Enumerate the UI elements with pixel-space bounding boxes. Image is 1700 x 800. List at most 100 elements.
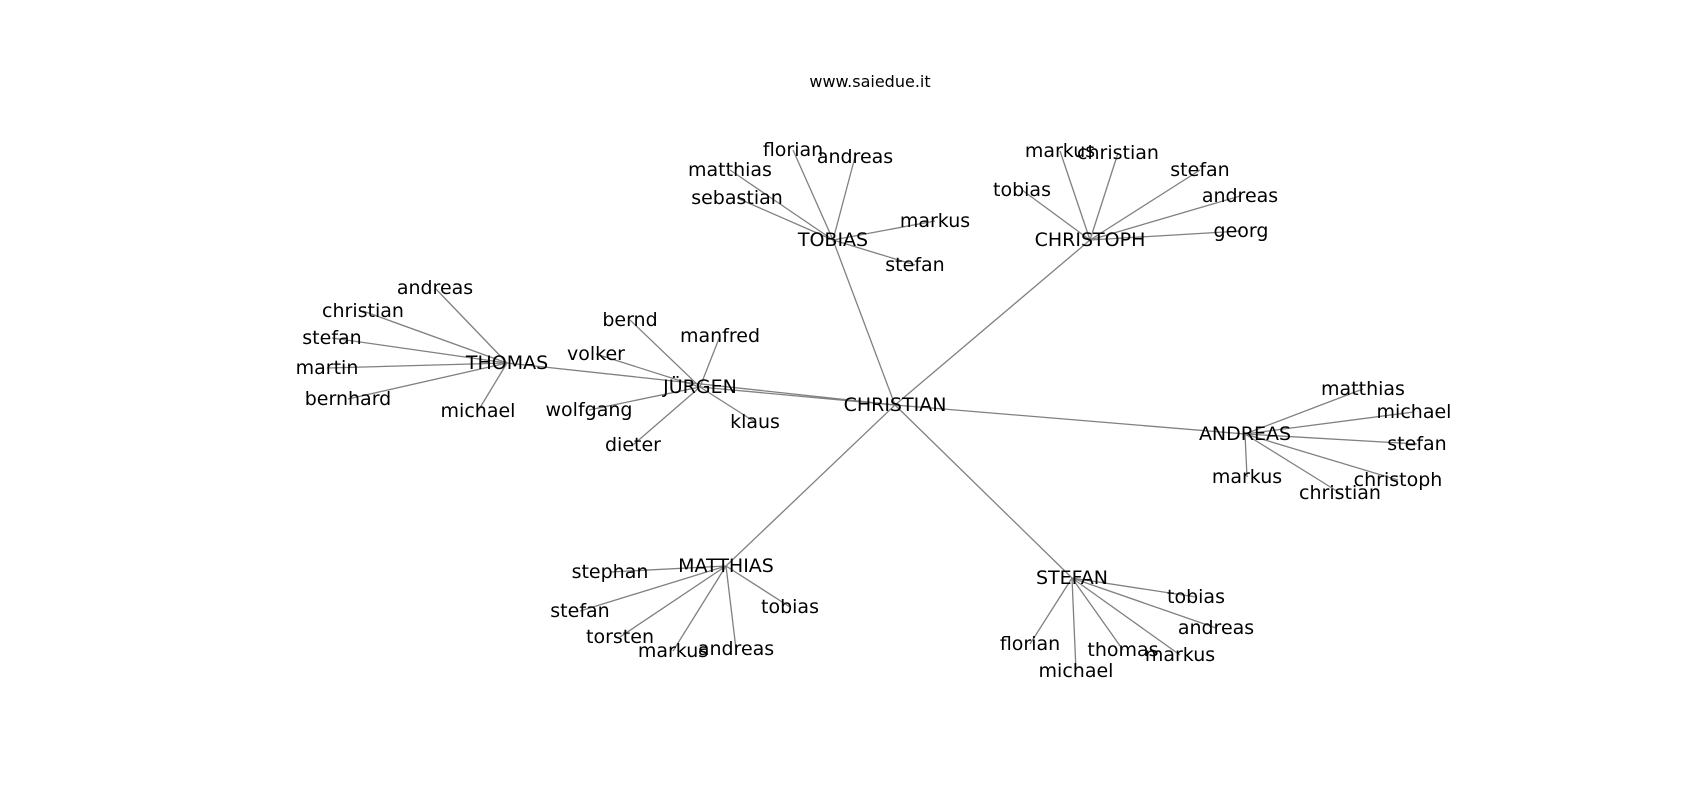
leaf-node-label: stefan <box>1170 159 1229 181</box>
edge-hub-leaf <box>347 362 508 400</box>
edge-hub-leaf <box>632 386 701 446</box>
edge-hub-leaf <box>729 169 834 241</box>
edge-hub-leaf <box>699 335 721 388</box>
watermark-text: www.saiedue.it <box>809 72 930 91</box>
leaf-node-label: andreas <box>1202 185 1278 207</box>
edge-hub-leaf <box>736 197 834 241</box>
edge-center-hub <box>894 404 1073 579</box>
edge-hub-leaf <box>1244 433 1248 478</box>
leaf-node-label: florian <box>1000 633 1060 655</box>
leaf-node-label: thomas <box>1087 639 1158 661</box>
edge-hub-leaf <box>1071 577 1217 629</box>
leaf-node-label: christian <box>1299 482 1381 504</box>
edge-hub-leaf <box>331 337 508 364</box>
leaf-node-label: michael <box>1039 660 1114 682</box>
edge-hub-leaf <box>434 287 508 364</box>
hub-node-label: ANDREAS <box>1199 423 1291 445</box>
leaf-node-label: florian <box>763 139 823 161</box>
edge-hub-leaf <box>725 565 737 650</box>
leaf-node-label: matthias <box>688 159 772 181</box>
leaf-node-label: matthias <box>1321 378 1405 400</box>
leaf-node-label: markus <box>1212 466 1282 488</box>
edge-hub-leaf <box>1244 433 1399 481</box>
edge-center-hub <box>725 404 896 567</box>
leaf-node-label: michael <box>441 400 516 422</box>
edge-hub-leaf <box>832 239 916 266</box>
leaf-node-label: markus <box>1025 140 1095 162</box>
leaf-node-label: markus <box>1145 644 1215 666</box>
edge-hub-leaf <box>362 310 508 364</box>
leaf-node-label: manfred <box>680 325 760 347</box>
edge-hub-leaf <box>1059 150 1091 241</box>
leaf-node-label: andreas <box>698 638 774 660</box>
leaf-node-label: martin <box>296 357 359 379</box>
leaf-node-label: andreas <box>817 146 893 168</box>
leaf-node-label: stefan <box>1387 433 1446 455</box>
edge-hub-leaf <box>792 149 834 241</box>
edge-hub-leaf <box>672 565 727 652</box>
edge-hub-leaf <box>1071 577 1181 656</box>
hub-node-label: MATTHIAS <box>678 555 774 577</box>
leaf-node-label: volker <box>567 343 625 365</box>
edge-center-hub <box>832 239 896 406</box>
edge-hub-leaf <box>477 362 508 412</box>
leaf-node-label: tobias <box>761 596 819 618</box>
edge-hub-leaf <box>1089 230 1242 241</box>
hub-node-label: TOBIAS <box>797 229 868 251</box>
leaf-node-label: wolfgang <box>546 399 633 421</box>
hub-node-label: STEFAN <box>1036 567 1108 589</box>
leaf-node-label: bernhard <box>305 388 392 410</box>
edge-hub-leaf <box>619 565 727 638</box>
leaf-node-label: dieter <box>605 434 661 456</box>
edge-hub-leaf <box>579 565 727 612</box>
leaf-node-label: michael <box>1377 401 1452 423</box>
edge-hub-leaf <box>609 565 727 573</box>
edge-center-hub <box>894 239 1091 406</box>
edge-hub-leaf <box>1071 577 1124 651</box>
hub-node-label: THOMAS <box>465 352 548 374</box>
leaf-node-label: christian <box>322 300 404 322</box>
leaf-node-label: stefan <box>885 254 944 276</box>
leaf-node-label: markus <box>638 640 708 662</box>
edge-hub-leaf <box>1089 169 1201 241</box>
edge-hub-leaf <box>1089 195 1241 241</box>
edge-center-hub <box>506 362 896 406</box>
leaf-node-label: christoph <box>1354 469 1443 491</box>
leaf-node-label: sebastian <box>691 187 783 209</box>
hub-node-label: CHRISTOPH <box>1035 229 1146 251</box>
edge-hub-leaf <box>1029 577 1073 645</box>
leaf-node-label: andreas <box>397 277 473 299</box>
edge-hub-leaf <box>326 362 508 369</box>
edge-hub-leaf <box>588 386 701 411</box>
leaf-node-label: tobias <box>993 179 1051 201</box>
leaf-node-label: stefan <box>550 600 609 622</box>
edge-hub-leaf <box>699 386 756 423</box>
edge-hub-leaf <box>725 565 791 608</box>
edge-hub-leaf <box>832 156 856 241</box>
leaf-node-label: christian <box>1077 142 1159 164</box>
edge-hub-leaf <box>1244 433 1341 494</box>
edge-hub-leaf <box>1244 388 1364 435</box>
leaf-node-label: andreas <box>1178 617 1254 639</box>
leaf-node-label: stefan <box>302 327 361 349</box>
leaf-node-label: georg <box>1214 220 1269 242</box>
edge-hub-leaf <box>1021 189 1091 241</box>
edge-hub-leaf <box>1071 577 1197 598</box>
edge-hub-leaf <box>1244 433 1418 445</box>
edge-hub-leaf <box>1071 577 1077 672</box>
leaf-node-label: klaus <box>730 411 780 433</box>
leaf-node-label: markus <box>900 210 970 232</box>
graph-edges <box>326 149 1418 672</box>
graph-labels: CHRISTIANTOBIASmatthiasflorianandreasseb… <box>296 139 1452 682</box>
center-node-label: CHRISTIAN <box>844 394 947 416</box>
edge-center-hub <box>894 404 1246 435</box>
edge-hub-leaf <box>629 319 701 388</box>
edge-hub-leaf <box>832 220 936 241</box>
edge-hub-leaf <box>1089 152 1119 241</box>
hub-node-label: JÜRGEN <box>662 375 737 398</box>
leaf-node-label: bernd <box>602 309 657 331</box>
edge-hub-leaf <box>1244 411 1415 435</box>
leaf-node-label: tobias <box>1167 586 1225 608</box>
leaf-node-label: torsten <box>586 626 654 648</box>
